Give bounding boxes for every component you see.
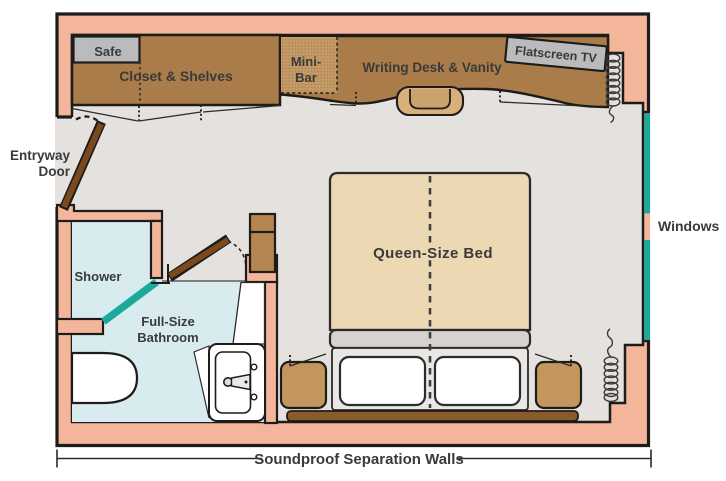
desk-door-marks xyxy=(329,91,584,107)
windows-label: Windows xyxy=(658,218,720,234)
bed xyxy=(286,171,579,422)
headboard xyxy=(286,410,579,422)
spring-bottom-right xyxy=(603,328,619,403)
shower-label: Shower xyxy=(75,269,122,284)
closet-door-marks xyxy=(71,104,281,122)
flatscreen-tv: Flatscreen TV xyxy=(504,35,608,73)
nightstand-left xyxy=(279,360,328,410)
desk-label: Writing Desk & Vanity xyxy=(362,60,502,75)
faucet-handle xyxy=(230,373,251,391)
desk-chair xyxy=(395,85,465,117)
shower-door xyxy=(101,278,159,325)
bed-label: Queen-Size Bed xyxy=(373,245,493,262)
mini-bar xyxy=(281,37,338,94)
pillow-right xyxy=(433,355,522,407)
entry-label-1: Entryway xyxy=(10,148,71,163)
dimension-line xyxy=(56,449,652,468)
toilet xyxy=(70,351,139,405)
bathroom-label-1: Full-Size xyxy=(141,314,194,329)
bathroom-label-2: Bathroom xyxy=(137,330,198,345)
sink xyxy=(208,343,266,422)
bathroom-cabinet xyxy=(248,212,277,274)
nightstand-marks xyxy=(289,353,572,367)
hot-knob xyxy=(250,363,258,371)
spring-top-right xyxy=(605,53,621,124)
separation-walls-label: Soundproof Separation Walls xyxy=(254,451,463,468)
safe xyxy=(72,35,141,64)
entry-opening xyxy=(55,117,72,205)
cold-knob xyxy=(250,393,258,401)
window-lower xyxy=(644,240,651,340)
window-upper xyxy=(644,113,651,214)
nightstand-right xyxy=(534,360,583,410)
minibar-label-1: Mini- xyxy=(291,54,321,69)
safe-label: Safe xyxy=(94,44,121,59)
pillow-left xyxy=(338,355,427,407)
entry-label-2: Door xyxy=(39,164,71,179)
closet-label: Closet & Shelves xyxy=(119,68,233,84)
counter-strip xyxy=(232,281,266,345)
bathroom-door xyxy=(166,234,247,282)
entry-door xyxy=(59,115,106,211)
minibar-label-2: Bar xyxy=(295,70,317,85)
